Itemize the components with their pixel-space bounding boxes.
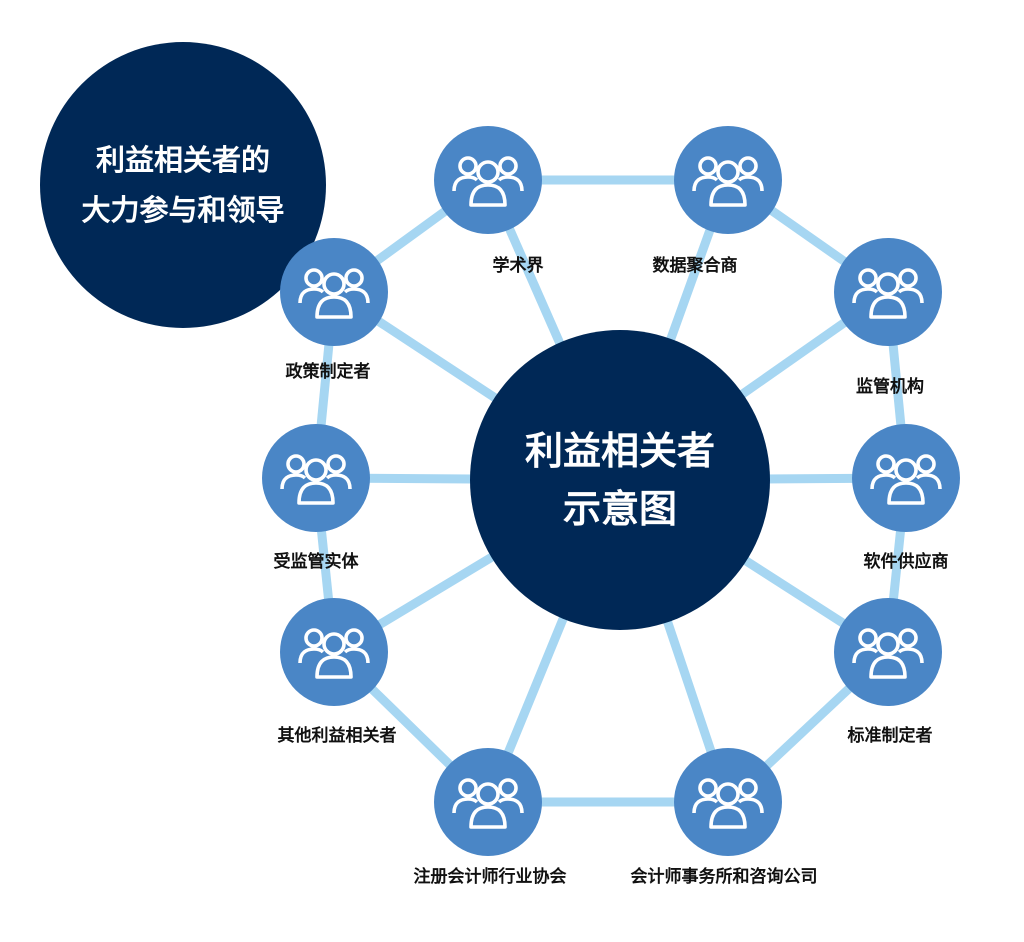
people-group-icon	[851, 623, 925, 681]
people-group-icon	[451, 151, 525, 209]
stakeholder-node	[834, 238, 942, 346]
stakeholder-node	[434, 748, 542, 856]
stakeholder-node	[280, 598, 388, 706]
stakeholder-node	[852, 424, 960, 532]
stakeholder-label: 标准制定者	[847, 726, 933, 746]
stakeholder-node	[280, 238, 388, 346]
hub-title-line-2: 示意图	[562, 487, 677, 531]
people-group-icon	[851, 263, 925, 321]
stakeholder-label: 数据聚合商	[652, 256, 738, 276]
stakeholder-label: 监管机构	[856, 377, 924, 397]
people-group-icon	[691, 151, 765, 209]
people-group-icon	[297, 263, 371, 321]
stakeholder-node	[434, 126, 542, 234]
hub-circle: 利益相关者 示意图	[470, 330, 770, 630]
stakeholder-label: 其他利益相关者	[277, 726, 397, 746]
stakeholder-node	[834, 598, 942, 706]
engagement-title-line-1: 利益相关者的	[95, 143, 270, 177]
people-group-icon	[691, 773, 765, 831]
stakeholder-label: 学术界	[492, 256, 544, 276]
stakeholder-label: 注册会计师行业协会	[413, 867, 567, 887]
stakeholder-node	[674, 126, 782, 234]
stakeholder-node	[262, 424, 370, 532]
people-group-icon	[451, 773, 525, 831]
stakeholder-label: 受监管实体	[273, 552, 359, 572]
stakeholder-node	[674, 748, 782, 856]
people-group-icon	[279, 449, 353, 507]
hub-title-line-1: 利益相关者	[524, 429, 715, 473]
people-group-icon	[869, 449, 943, 507]
people-group-icon	[297, 623, 371, 681]
stakeholder-label: 软件供应商	[863, 552, 949, 572]
stakeholder-label: 会计师事务所和咨询公司	[630, 867, 818, 887]
stakeholder-label: 政策制定者	[285, 362, 371, 382]
engagement-title-circle: 利益相关者的 大力参与和领导	[40, 42, 326, 328]
engagement-title-line-2: 大力参与和领导	[81, 193, 285, 227]
